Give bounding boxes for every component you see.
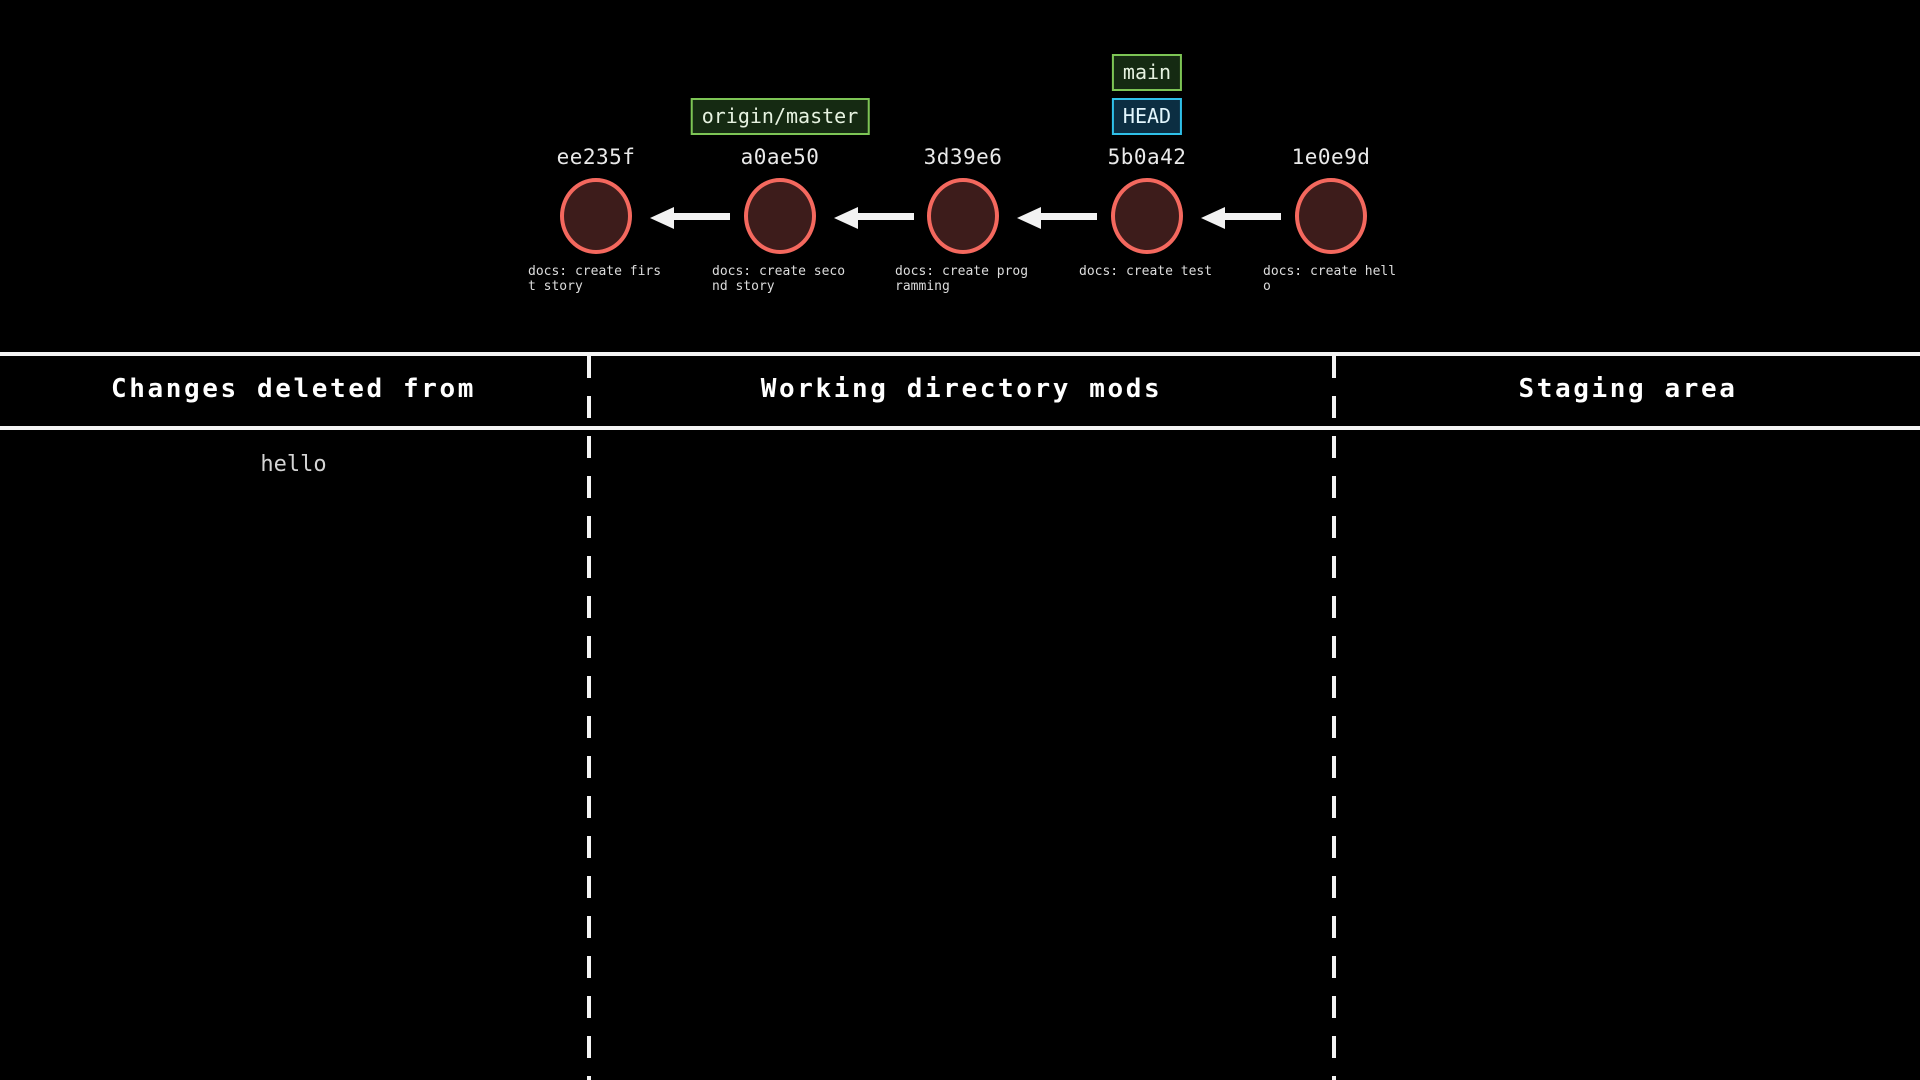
ref-label-text: HEAD [1122, 104, 1172, 128]
ref-label-text: main [1122, 60, 1172, 84]
panel-body-working-directory [591, 430, 1332, 1080]
parent-arrow-icon [650, 207, 730, 229]
arrow-head-icon [834, 207, 858, 229]
ref-label-main[interactable]: main [1111, 54, 1183, 91]
commit-hash: a0ae50 [740, 145, 820, 169]
arrow-head-icon [1201, 207, 1225, 229]
status-panels: Changes deleted from Working directory m… [0, 352, 1920, 1080]
arrow-shaft [1223, 213, 1281, 220]
ref-label-origin-master[interactable]: origin/master [690, 98, 870, 135]
ref-label-head[interactable]: HEAD [1111, 98, 1183, 135]
commit-message: docs: create programming [895, 264, 1029, 294]
commit-node-circle[interactable] [560, 178, 632, 254]
panel-title-staging-area: Staging area [1518, 374, 1738, 404]
list-item[interactable]: hello [260, 452, 327, 477]
commit-hash: 3d39e6 [923, 145, 1003, 169]
panel-header-bottom-rule [0, 426, 1920, 430]
panel-divider-2 [1332, 356, 1336, 1080]
commit-message: docs: create hello [1263, 264, 1397, 294]
commit-hash: 5b0a42 [1107, 145, 1187, 169]
commit-hash: ee235f [556, 145, 636, 169]
panel-header-top-rule [0, 352, 1920, 356]
parent-arrow-icon [1201, 207, 1281, 229]
parent-arrow-icon [1017, 207, 1097, 229]
parent-arrow-icon [834, 207, 914, 229]
arrow-shaft [856, 213, 914, 220]
panel-title-working-directory: Working directory mods [760, 374, 1163, 404]
commit-hash: 1e0e9d [1291, 145, 1371, 169]
panel-divider-1 [587, 356, 591, 1080]
panel-body-changes-deleted: hello [0, 430, 587, 1080]
ref-label-text: origin/master [701, 104, 859, 128]
commit-message: docs: create second story [712, 264, 846, 294]
commit-message: docs: create first story [528, 264, 662, 294]
arrow-shaft [1039, 213, 1097, 220]
commit-node-circle[interactable] [927, 178, 999, 254]
commit-graph-area: origin/master main HEAD ee235f docs: cre… [0, 0, 1920, 352]
commit-node-circle[interactable] [1111, 178, 1183, 254]
commit-node-circle[interactable] [1295, 178, 1367, 254]
arrow-head-icon [650, 207, 674, 229]
arrow-shaft [672, 213, 730, 220]
commit-node-circle[interactable] [744, 178, 816, 254]
arrow-head-icon [1017, 207, 1041, 229]
panel-title-changes-deleted: Changes deleted from [110, 374, 477, 404]
panel-body-staging-area [1336, 430, 1920, 1080]
commit-message: docs: create test [1079, 264, 1213, 279]
